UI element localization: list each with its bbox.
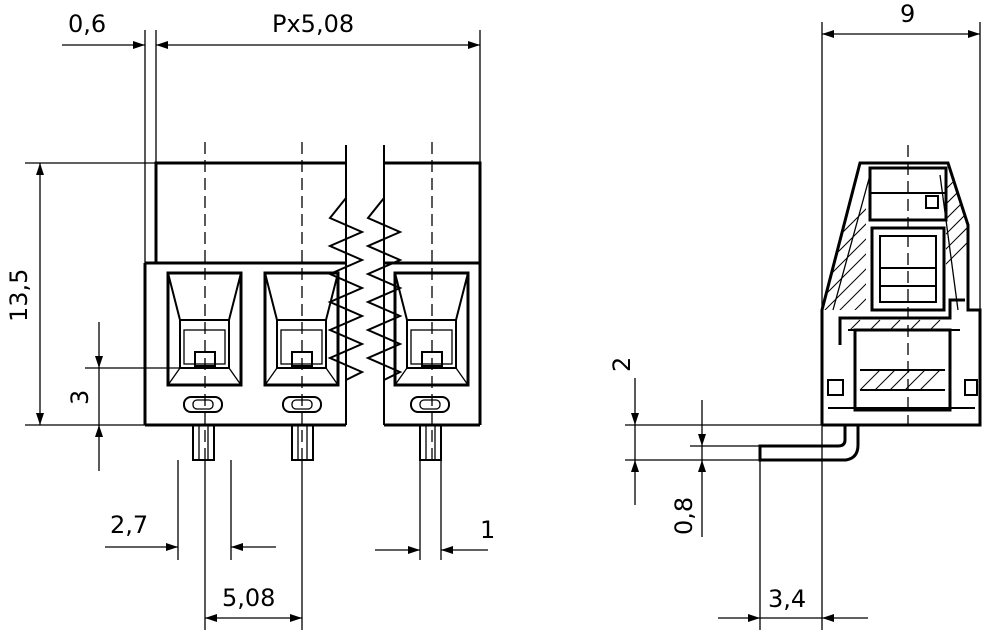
dim-side-width: 9 [900, 0, 915, 28]
dim-pin-height: 3 [66, 390, 94, 405]
test-slots [183, 396, 450, 413]
side-body-outline [820, 161, 982, 427]
dim-length: Px5,08 [272, 10, 354, 38]
dim-pin-offset: 0,6 [68, 10, 106, 38]
dim-pitch: 5,08 [222, 584, 275, 612]
dim-lead-height: 2 [608, 357, 636, 372]
dimension-labels: 0,6 Px5,08 9 13,5 3 2,7 5,08 1 2 0,8 3,4 [5, 0, 915, 613]
side-lead [758, 425, 860, 462]
dim-pin-thickness: 1 [480, 516, 495, 544]
side-dimension-lines [631, 30, 980, 622]
dim-lead-offset: 3,4 [768, 585, 806, 613]
front-view [25, 30, 488, 630]
dim-lead-thickness: 0,8 [670, 497, 698, 535]
side-view [625, 22, 982, 630]
front-dimension-lines [36, 41, 488, 622]
dim-height: 13,5 [5, 269, 33, 322]
dim-pin-width: 2,7 [110, 511, 148, 539]
front-body-outline [143, 145, 482, 427]
pin-center-lines [204, 142, 433, 460]
front-extension-lines [25, 30, 481, 630]
side-extension-lines [625, 22, 981, 630]
front-pins [192, 425, 442, 461]
